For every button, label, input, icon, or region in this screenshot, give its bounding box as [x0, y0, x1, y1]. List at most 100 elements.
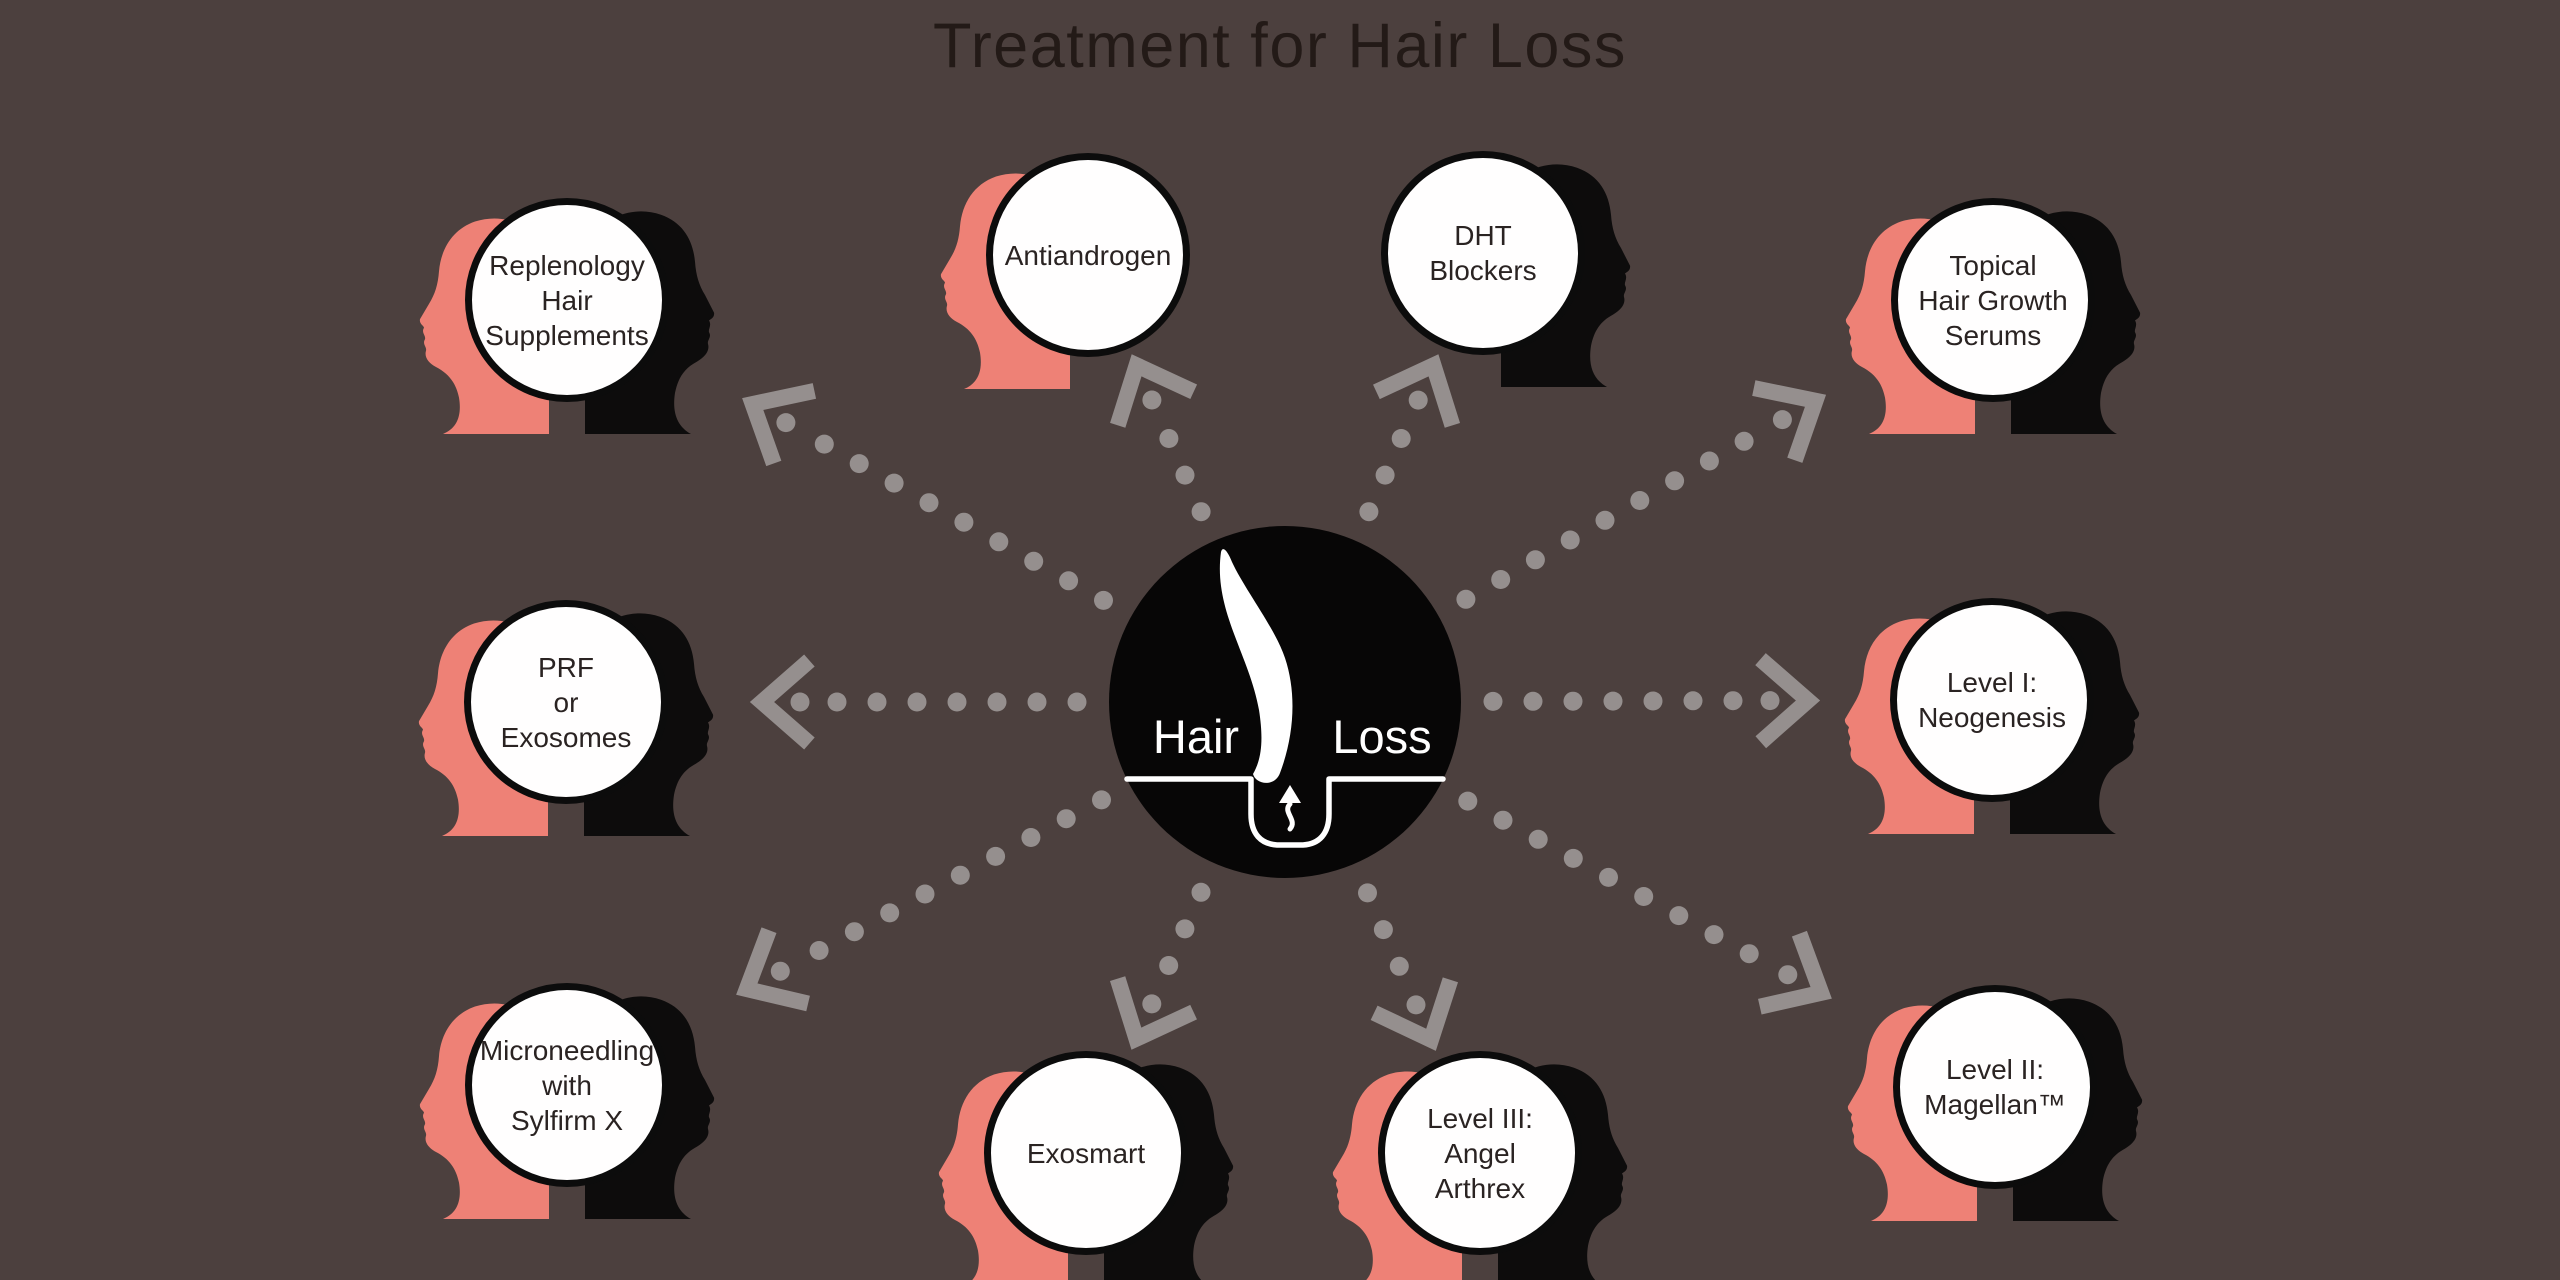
connector-ray — [742, 383, 1113, 610]
ray-dot — [1603, 691, 1623, 711]
hair-loss-hub: Hair Loss — [1105, 522, 1465, 882]
connector-ray — [1110, 354, 1211, 522]
arrow-chevron-icon — [1755, 653, 1821, 749]
ray-dot — [1456, 589, 1476, 609]
ray-dot — [986, 846, 1006, 866]
ray-dot — [1092, 790, 1111, 810]
treatment-node-topical-hair-growth-serums: Topical Hair Growth Serums — [1845, 165, 2141, 435]
ray-dot — [849, 454, 869, 474]
ray-dot — [1599, 867, 1618, 887]
connector-ray — [1458, 791, 1832, 1015]
ray-dot — [1643, 691, 1663, 711]
ray-dot — [1358, 883, 1377, 903]
arrow-chevron-icon — [1758, 930, 1832, 1015]
arrow-chevron-icon — [1370, 977, 1459, 1051]
connector-ray — [1359, 354, 1461, 522]
diagram-title: Treatment for Hair Loss — [933, 11, 1627, 81]
ray-dot — [1059, 571, 1079, 591]
connector-ray — [1456, 380, 1827, 609]
ray-dot — [776, 413, 796, 433]
treatment-node-dht-blockers: DHT Blockers — [1335, 118, 1631, 388]
ray-dot — [827, 692, 847, 712]
ray-dot — [884, 473, 904, 493]
treatment-label: Microneedling with Sylfirm X — [479, 1034, 655, 1136]
ray-dot — [1408, 390, 1428, 410]
ray-dot — [1723, 691, 1743, 711]
ray-dot — [1021, 828, 1041, 847]
treatment-bubble: Antiandrogen — [986, 153, 1190, 357]
treatment-node-level-i-neogenesis: Level I: Neogenesis — [1844, 565, 2140, 835]
ray-dot — [1699, 451, 1719, 471]
treatment-node-antiandrogen: Antiandrogen — [940, 120, 1236, 390]
ray-dot — [1525, 550, 1545, 570]
ray-dot — [1389, 956, 1409, 976]
ray-dot — [1665, 471, 1685, 491]
ray-dot — [1772, 410, 1792, 430]
ray-dot — [1159, 429, 1179, 448]
treatment-bubble: PRF or Exosomes — [464, 600, 668, 804]
arrow-chevron-icon — [736, 927, 810, 1012]
treatment-node-level-iii-angel-arthrex: Level III: Angel Arthrex — [1332, 1018, 1628, 1280]
arrow-chevron-icon — [749, 654, 815, 750]
ray-dot — [915, 884, 935, 904]
treatment-label: Topical Hair Growth Serums — [1918, 249, 2068, 351]
treatment-label: Level III: Angel Arthrex — [1427, 1102, 1533, 1204]
treatment-bubble: Level II: Magellan™ — [1893, 985, 2097, 1189]
ray-dot — [1027, 692, 1047, 712]
ray-dot — [1406, 995, 1426, 1015]
ray-dot — [1734, 431, 1754, 451]
ray-dot — [1563, 691, 1583, 711]
ray-dot — [1493, 810, 1513, 830]
ray-dot — [1067, 692, 1087, 712]
arrow-chevron-icon — [742, 383, 817, 467]
ray-dot — [1523, 691, 1543, 711]
treatment-node-microneedling-with-sylfirm-x: Microneedling with Sylfirm X — [419, 950, 715, 1220]
hub-word-hair: Hair — [1153, 710, 1239, 763]
skin-line-follicle-icon — [1124, 776, 1446, 848]
ray-dot — [1142, 390, 1162, 410]
treatment-node-level-ii-magellan: Level II: Magellan™ — [1847, 952, 2143, 1222]
ray-dot — [1159, 956, 1179, 975]
ray-dot — [1491, 570, 1511, 589]
arrow-chevron-icon — [1110, 354, 1198, 428]
ray-dot — [947, 692, 967, 712]
ray-dot — [1595, 510, 1615, 530]
ray-dot — [1669, 906, 1689, 926]
connector-ray — [1109, 882, 1211, 1050]
ray-dot — [814, 434, 834, 454]
ray-dot — [1458, 791, 1478, 811]
ray-dot — [1373, 920, 1393, 940]
ray-dot — [1375, 465, 1395, 485]
treatment-label: PRF or Exosomes — [500, 651, 632, 753]
treatment-bubble: Topical Hair Growth Serums — [1891, 198, 2095, 402]
connector-ray — [1358, 883, 1459, 1051]
ray-dot — [919, 493, 939, 513]
ray-dot — [790, 692, 810, 712]
ray-dot — [809, 941, 829, 960]
ray-dot — [1683, 691, 1703, 711]
ray-dot — [1191, 502, 1211, 522]
treatment-node-exosmart: Exosmart — [938, 1018, 1234, 1280]
ray-dot — [989, 532, 1009, 552]
arrow-chevron-icon — [1373, 354, 1461, 428]
treatment-bubble: Exosmart — [984, 1051, 1188, 1255]
ray-dot — [1142, 994, 1162, 1014]
treatment-bubble: Microneedling with Sylfirm X — [465, 983, 669, 1187]
ray-dot — [1528, 829, 1548, 849]
ray-dot — [1024, 551, 1044, 571]
hair-strand-icon — [1219, 549, 1293, 783]
ray-dot — [1359, 502, 1379, 522]
ray-dot — [950, 865, 970, 885]
treatment-label: Replenology Hair Supplements — [485, 249, 649, 351]
ray-dot — [1760, 691, 1780, 711]
growth-arrow-icon — [1285, 801, 1295, 832]
connector-ray — [1483, 653, 1821, 749]
connector-ray — [749, 654, 1087, 750]
ray-dot — [1391, 429, 1411, 448]
ray-dot — [770, 961, 790, 981]
ray-dot — [987, 692, 1007, 712]
treatment-bubble: DHT Blockers — [1381, 151, 1585, 355]
ray-dot — [844, 922, 864, 942]
